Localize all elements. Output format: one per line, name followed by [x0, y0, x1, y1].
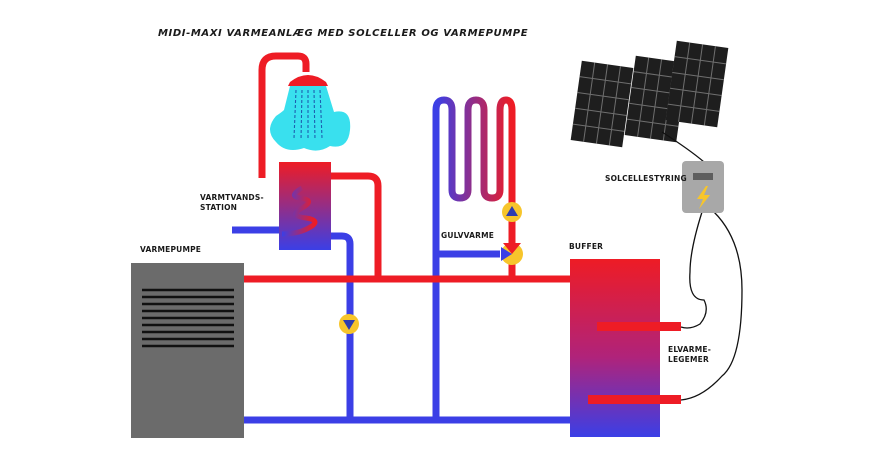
label-varmtvandsstation: VARMTVANDS- STATION	[200, 193, 264, 212]
solar-panels	[570, 40, 729, 148]
station-hot-pipe	[330, 172, 382, 279]
shower-head-icon	[270, 75, 351, 151]
mixing-valve-icon	[501, 243, 523, 265]
label-buffer: BUFFER	[569, 242, 604, 251]
label-solcellestyring: SOLCELLESTYRING	[605, 174, 687, 183]
cold-return-pipes	[232, 110, 572, 424]
station-cold-pipe	[318, 232, 354, 420]
heat-pump-unit	[131, 263, 244, 438]
lightning-bolt-icon	[697, 186, 710, 209]
floor-heating-coil	[432, 96, 516, 202]
hot-supply-pipes	[244, 52, 572, 283]
solar-panel-left	[570, 60, 634, 148]
label-elvarmelegemer: ELVARME- LEGEMER	[668, 345, 712, 364]
diagram-title: MIDI-MAXI VARMEANLÆG MED SOLCELLER OG VA…	[158, 28, 529, 39]
label-gulvvarme: GULVVARME	[441, 231, 495, 240]
station-coil	[281, 185, 318, 237]
water-splash	[270, 86, 351, 151]
label-varmepumpe: VARMEPUMPE	[140, 245, 202, 254]
solar-panel-right	[665, 40, 729, 128]
circulation-pump-icon	[339, 314, 359, 334]
heating-element-lower	[588, 395, 681, 404]
shower-supply-pipe	[258, 52, 310, 178]
buffer-tank	[570, 259, 681, 437]
hot-water-station	[279, 162, 331, 250]
solar-controller	[682, 161, 724, 213]
power-cables	[661, 131, 743, 401]
heating-element-upper	[597, 322, 681, 331]
floor-pump-icon	[502, 202, 522, 222]
